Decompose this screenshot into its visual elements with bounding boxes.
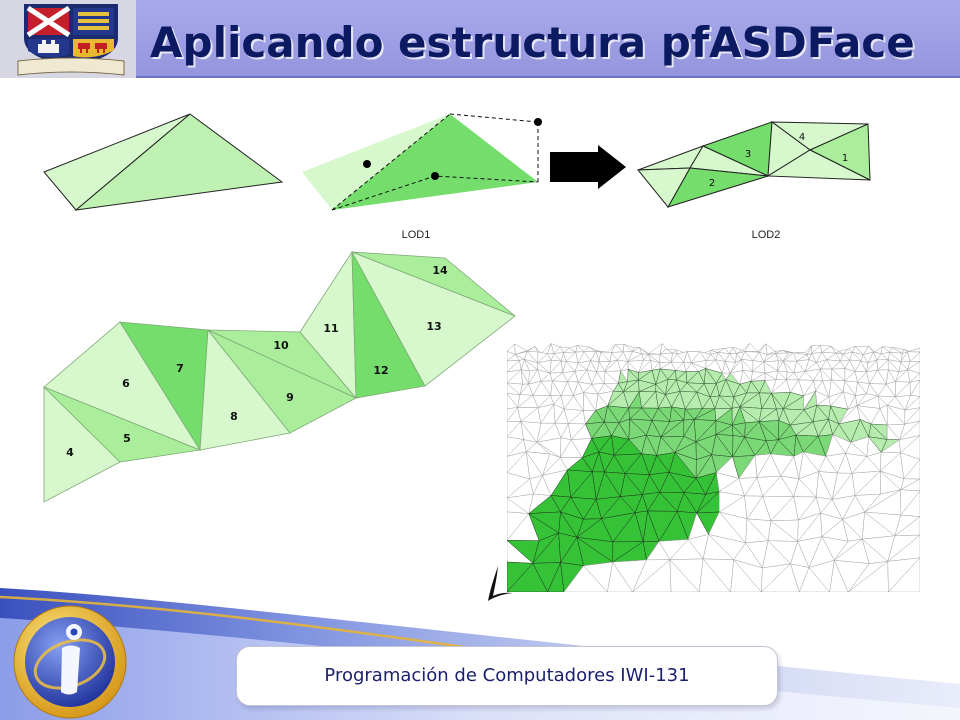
lod1-vertex-dot <box>431 172 439 180</box>
footer-course-title: Programación de Computadores IWI-131 <box>324 665 690 686</box>
strip-number-9: 9 <box>286 391 294 404</box>
lod2-number-3: 3 <box>745 149 751 160</box>
strip-number-11: 11 <box>323 322 338 335</box>
lod2-figure <box>636 121 871 208</box>
page-title: Aplicando estructura pfASDFace <box>150 18 915 67</box>
university-crest <box>17 4 125 76</box>
swoosh-mark-icon <box>488 566 513 601</box>
lod2-numbers: 1 2 3 4 <box>709 132 848 189</box>
lod1-pale-region <box>302 114 450 210</box>
strip-number-8: 8 <box>230 410 238 423</box>
strip-number-13: 13 <box>426 320 441 333</box>
strip-number-4: 4 <box>66 446 74 459</box>
lod2-triangle <box>636 167 691 208</box>
strip-number-5: 5 <box>123 432 131 445</box>
mesh-triangle <box>888 557 920 592</box>
strip-triangle-14 <box>351 251 516 317</box>
lod1-label: LOD1 <box>402 229 431 241</box>
lod2-number-4: 4 <box>799 132 805 143</box>
department-logo-icon <box>13 605 127 719</box>
footer-pill: Programación de Computadores IWI-131 <box>236 646 778 706</box>
header-band <box>0 0 960 78</box>
terrain-mesh-clip <box>507 340 920 592</box>
strip-number-10: 10 <box>273 339 289 352</box>
strip-number-14: 14 <box>432 264 448 277</box>
lod2-label: LOD2 <box>752 229 781 241</box>
arrow-right-icon <box>550 145 626 189</box>
lod2-triangle <box>766 149 871 181</box>
strip-number-6: 6 <box>122 377 130 390</box>
terrain-mesh <box>507 343 920 592</box>
strip-number-12: 12 <box>373 364 388 377</box>
lod1-vertex-dot <box>363 160 371 168</box>
strip-number-7: 7 <box>176 362 184 375</box>
strip-numbers: 4 5 6 7 8 9 10 11 12 13 14 <box>66 264 448 459</box>
triangle-strip-figure <box>43 250 516 503</box>
quad-figure <box>43 113 284 211</box>
lod2-number-2: 2 <box>709 178 715 189</box>
lod1-vertex-dot <box>534 118 542 126</box>
lod1-figure: LOD1 <box>302 113 542 241</box>
lod2-number-1: 1 <box>842 153 848 164</box>
lod1-green-region <box>332 114 538 210</box>
quad-right-triangle <box>74 113 284 211</box>
